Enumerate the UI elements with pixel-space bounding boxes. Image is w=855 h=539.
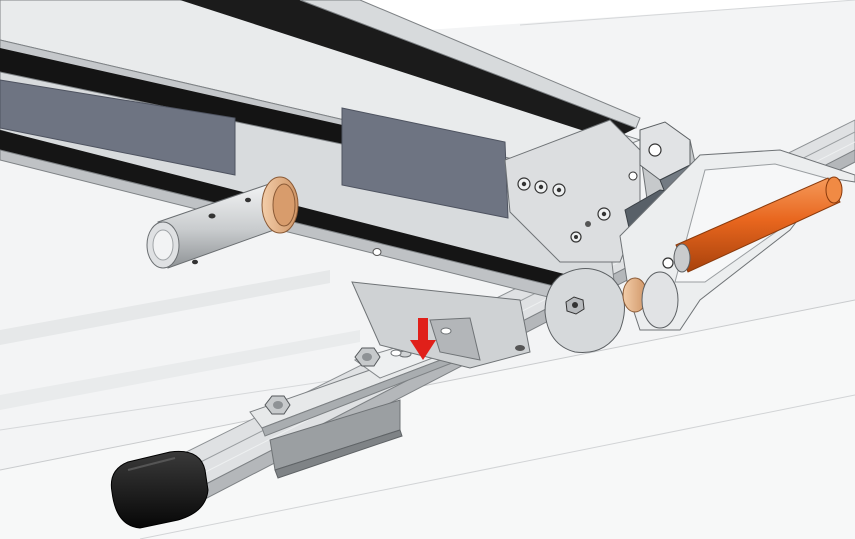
- pivot-shaft: [146, 181, 286, 269]
- hinge-block: [351, 281, 531, 369]
- bronze-bushing: [261, 176, 299, 234]
- rail-end-cap: [110, 450, 209, 529]
- hex-bolt: [264, 347, 381, 415]
- orange-handle: [673, 176, 843, 273]
- red-down-arrow: [410, 318, 436, 360]
